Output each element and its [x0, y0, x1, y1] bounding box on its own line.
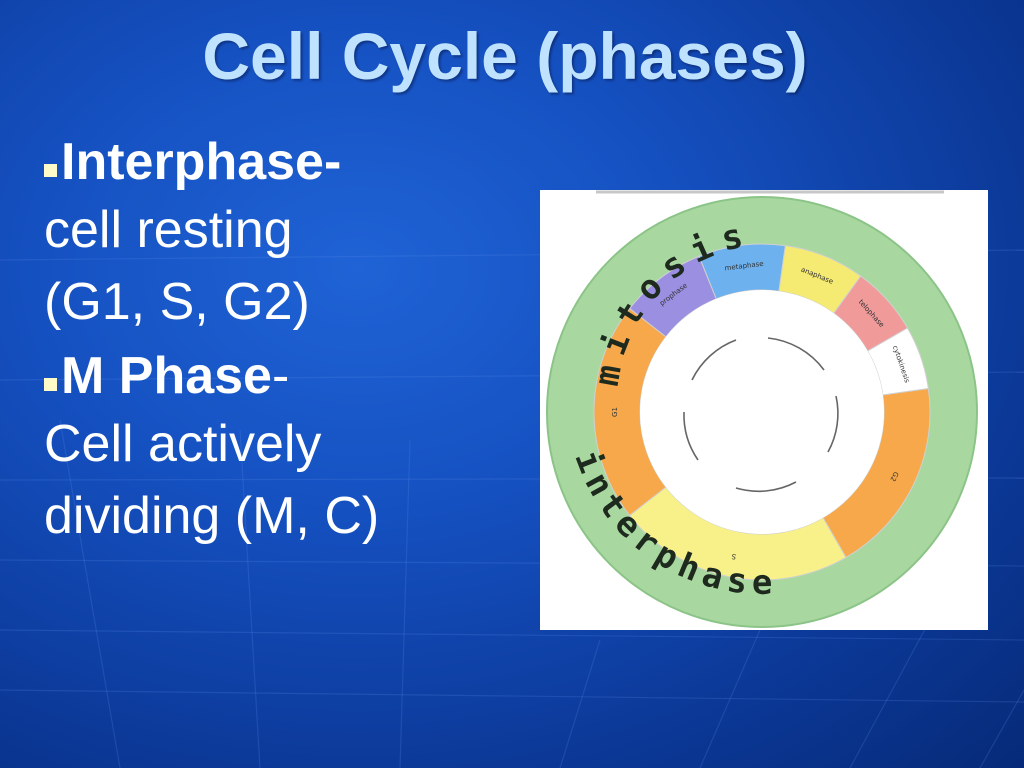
bullet-description-line: dividing (M, C): [44, 487, 380, 545]
phase-label: G2: [888, 470, 900, 482]
bullet-description-line: cell resting: [44, 201, 293, 259]
bullet-list: Interphase- cell resting (G1, S, G2) M P…: [44, 130, 524, 558]
bullet-m-phase: M Phase- Cell actively dividing (M, C): [44, 344, 524, 552]
phase-label: S: [730, 552, 736, 561]
bullet-heading: Interphase-: [61, 133, 342, 191]
bullet-interphase: Interphase- cell resting (G1, S, G2): [44, 130, 524, 338]
bullet-marker: [44, 164, 57, 177]
bullet-heading: M Phase: [61, 347, 272, 405]
bullet-description-line: Cell actively: [44, 415, 322, 473]
inner-circle: [640, 290, 884, 534]
slide-title: Cell Cycle (phases): [202, 19, 808, 93]
bullet-separator: -: [271, 347, 290, 405]
bullet-description-line: (G1, S, G2): [44, 273, 310, 331]
cycle-arrows: [683, 337, 839, 493]
bullet-marker: [44, 378, 57, 391]
phase-label: G1: [611, 407, 619, 417]
